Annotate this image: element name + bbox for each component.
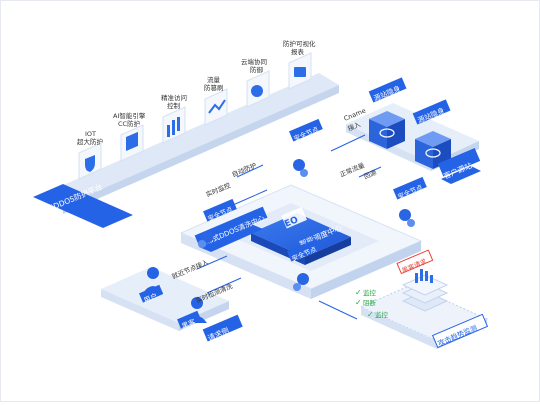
platform-card-access-label2: 控制 <box>167 101 181 110</box>
monitor-tag-list: ✓ 监控 ✓ 阻断 ✓ 监控 <box>355 288 389 319</box>
monitor-tag-1: 监控 <box>363 288 377 297</box>
origin-cube-1: 源站隐身 <box>368 77 407 149</box>
monitor-platform: 黑客请求 ✓ 监控 ✓ 阻断 ✓ 监控 攻击趋势监测 <box>355 249 489 349</box>
platform-card-ai: AI智能引擎 CC防护 <box>113 111 146 162</box>
eye-hidden-icon <box>379 128 395 138</box>
check-icon: ✓ <box>367 310 374 319</box>
protection-platform: 智能DDOS防护平台 <box>33 73 339 228</box>
arrow-realtime <box>232 189 268 206</box>
check-icon: ✓ <box>355 288 362 297</box>
arrow-nearby <box>196 255 228 270</box>
shield-icon <box>85 155 95 172</box>
arrow-auto <box>236 164 264 178</box>
platform-card-iot-label2: 超大防护 <box>77 137 103 146</box>
security-node-top: 安全节点 <box>289 118 323 177</box>
arrow-normal <box>358 166 382 178</box>
arrow-cname <box>330 134 366 152</box>
flow-icon <box>208 99 226 114</box>
ai-icon <box>126 131 138 151</box>
node-icon <box>399 209 411 221</box>
platform-card-flow: 流量 防篡刷 <box>204 75 228 126</box>
server-stack <box>401 269 449 312</box>
node-icon <box>297 273 309 285</box>
platform-card-access-label1: 精准访问 <box>161 93 187 102</box>
platform-card-ai-label2: CC防护 <box>118 119 140 128</box>
security-node-bottom: 安全节点 <box>287 238 321 291</box>
chart-icon <box>415 269 433 283</box>
platform-card-flow-label2: 防篡刷 <box>204 83 224 92</box>
eye-hidden-icon <box>425 148 441 158</box>
user-icon <box>147 267 159 279</box>
check-icon: ✓ <box>355 298 362 307</box>
arrow-nearby-label: 就近节点接入 <box>170 257 210 281</box>
platform-card-cloud-label2: 防御 <box>250 65 264 74</box>
platform-card-report-label1: 防护可视化 <box>283 39 316 48</box>
platform-card-cloud-label1: 云端协同 <box>241 57 267 66</box>
arrow-detect <box>206 277 242 294</box>
arrow-monitor <box>318 300 358 320</box>
monitor-tag-3: 监控 <box>375 310 389 319</box>
platform-card-cloud: 云端协同 防御 <box>241 57 270 108</box>
security-node-right: 安全节点 <box>393 176 427 227</box>
platform-card-flow-label1: 流量 <box>207 75 221 84</box>
arrow-auto-label: 自动防护 <box>230 160 257 178</box>
hacker-icon <box>191 297 203 309</box>
flow-arrows <box>196 134 382 320</box>
platform-card-report-label2: 报表 <box>291 47 305 56</box>
chart-icon <box>167 117 180 137</box>
platform-icon-list: IOT 超大防护 AI智能引擎 CC防护 精准访问 控制 流量 防篡刷 <box>77 39 316 180</box>
platform-card-report: 防护可视化 报表 <box>283 39 316 90</box>
report-icon <box>294 67 306 77</box>
monitor-tag-2: 阻断 <box>363 298 377 307</box>
node-icon <box>293 159 305 171</box>
arrow-realtime-label: 实时监控 <box>204 180 232 199</box>
origin-platform: 源站隐身 源站隐身 客户源站 <box>346 77 481 184</box>
node-icon <box>201 231 213 243</box>
security-node-list: 安全节点 安全节点 安全节点 安全节点 <box>198 118 427 291</box>
platform-card-iot-label1: IOT <box>85 130 96 138</box>
platform-card-ai-label1: AI智能引擎 <box>113 111 146 120</box>
platform-card-access: 精准访问 控制 <box>161 93 187 144</box>
platform-card-iot: IOT 超大防护 <box>77 130 103 180</box>
scrubbing-ring: EO 智能调度中心 分布式DDOS清洗中心 <box>179 184 423 299</box>
hacker-figure: 黑客 <box>177 297 207 331</box>
cloud-sync-icon <box>251 85 263 97</box>
